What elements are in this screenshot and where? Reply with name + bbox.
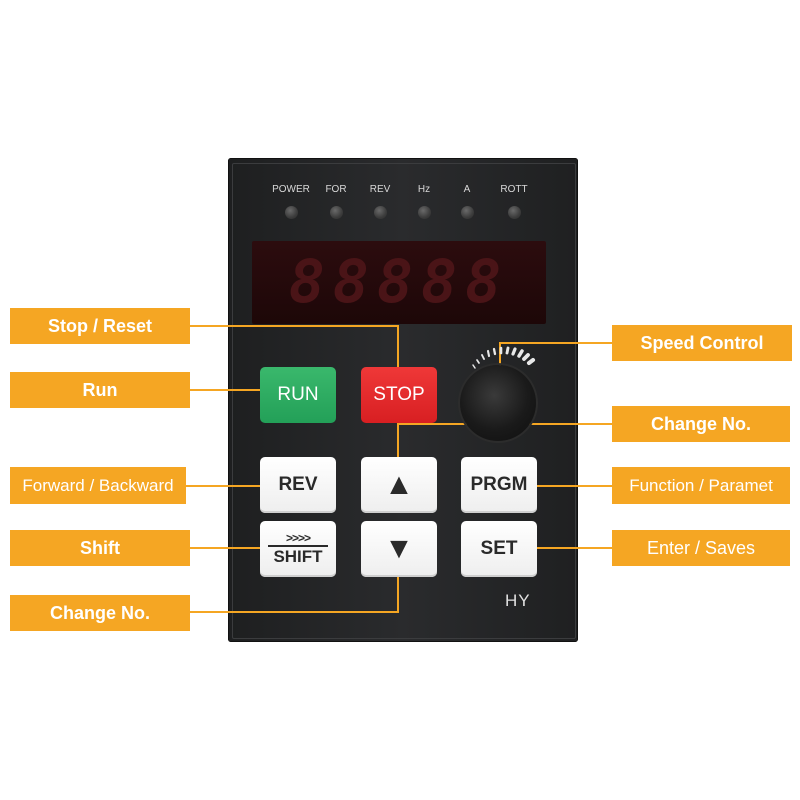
hz-led-icon <box>417 206 431 219</box>
callout-change-no-top: Change No. <box>612 406 790 442</box>
shift-label: SHIFT <box>273 547 323 566</box>
indicator-label-hz: Hz <box>417 184 431 195</box>
set-button[interactable]: SET <box>461 521 537 577</box>
display-digits: 88888 <box>288 247 510 317</box>
brand-logo: HY <box>505 591 531 610</box>
callout-forward-backward: Forward / Backward <box>10 467 186 504</box>
a-led-icon <box>460 206 474 219</box>
indicator-label-for: FOR <box>325 184 347 195</box>
callout-speed-control: Speed Control <box>612 325 792 361</box>
run-button[interactable]: RUN <box>260 367 336 423</box>
panel-inner-border <box>232 163 576 639</box>
rott-led-icon <box>507 206 521 219</box>
callout-shift: Shift <box>10 530 190 566</box>
up-button[interactable]: ▲ <box>361 457 437 513</box>
indicator-label-power: POWER <box>272 184 310 195</box>
callout-function-param: Function / Paramet <box>612 467 790 504</box>
power-led-icon <box>284 206 298 219</box>
shift-divider <box>268 545 328 547</box>
triangle-up-icon: ▲ <box>384 468 414 501</box>
line-stop-reset <box>190 325 399 368</box>
stop-button[interactable]: STOP <box>361 367 437 423</box>
triangle-down-icon: ▼ <box>384 532 414 565</box>
speed-knob-icon[interactable] <box>460 365 536 441</box>
line-change-no-top <box>397 423 612 462</box>
line-change-no-bottom <box>190 575 399 613</box>
indicator-label-rott: ROTT <box>500 184 528 195</box>
prgm-button[interactable]: PRGM <box>461 457 537 513</box>
double-chevron-right-icon: >>>> <box>285 531 311 545</box>
shift-button[interactable]: >>>> SHIFT <box>260 521 336 577</box>
callout-run: Run <box>10 372 190 408</box>
for-led-icon <box>329 206 343 219</box>
rev-button[interactable]: REV <box>260 457 336 513</box>
rev-led-icon <box>373 206 387 219</box>
seven-segment-display: 88888 <box>252 241 546 324</box>
callout-stop-reset: Stop / Reset <box>10 308 190 344</box>
callout-enter-saves: Enter / Saves <box>612 530 790 566</box>
speed-dial-scale-icon <box>472 346 536 369</box>
callout-change-no-bottom: Change No. <box>10 595 190 631</box>
indicator-label-a: A <box>463 184 471 195</box>
down-button[interactable]: ▼ <box>361 521 437 577</box>
indicator-label-rev: REV <box>369 184 391 195</box>
